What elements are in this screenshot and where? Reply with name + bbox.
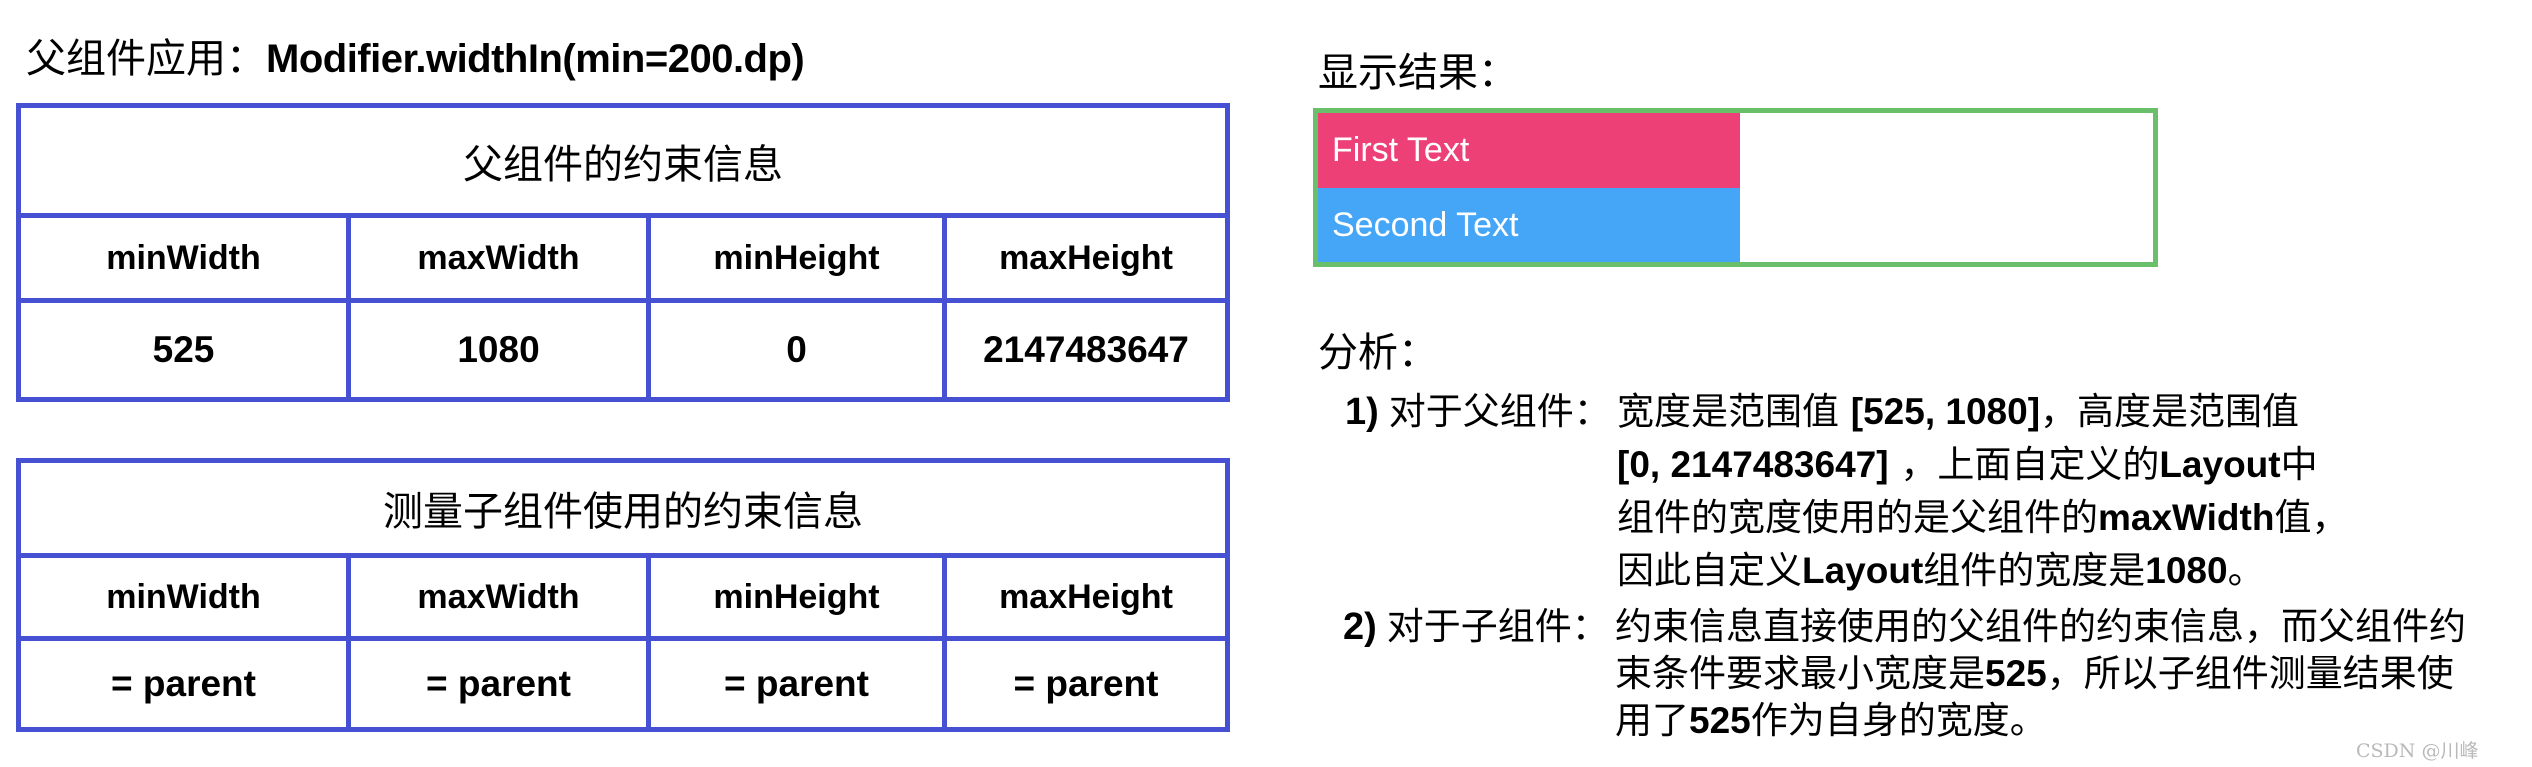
column-header-minwidth: minWidth	[21, 558, 346, 636]
analysis-line: 组件的宽度使用的是父组件的maxWidth值，	[1617, 496, 2349, 539]
column-header-maxwidth: maxWidth	[351, 558, 646, 636]
analysis-item-lines: 约束信息直接使用的父组件的约束信息，而父组件约 束条件要求最小宽度是525，所以…	[1615, 603, 2466, 744]
second-text-box: Second Text	[1318, 188, 1740, 262]
column-header-minheight: minHeight	[651, 218, 942, 298]
item-number: 2)	[1343, 606, 1377, 648]
table-caption: 测量子组件使用的约束信息	[21, 463, 1225, 553]
analysis-line: 宽度是范围值 [525, 1080]，高度是范围值	[1617, 390, 2300, 433]
column-header-minheight: minHeight	[651, 558, 942, 636]
column-header-maxheight: maxHeight	[947, 558, 1225, 636]
value-maxwidth: = parent	[351, 641, 646, 727]
value-maxwidth: 1080	[351, 303, 646, 397]
title-prefix: 父组件应用：	[26, 36, 266, 82]
value-maxheight: = parent	[947, 641, 1225, 727]
analysis-heading: 分析：	[1318, 330, 1438, 376]
layout-result-frame: First Text Second Text	[1313, 108, 2158, 267]
analysis-item-lines: 宽度是范围值 [525, 1080]，高度是范围值 [0, 2147483647…	[1617, 385, 2348, 597]
column-header-maxheight: maxHeight	[947, 218, 1225, 298]
value-minheight: = parent	[651, 641, 942, 727]
analysis-item-1: 1)对于父组件： 宽度是范围值 [525, 1080]，高度是范围值 [0, 2…	[1345, 385, 2348, 597]
result-heading: 显示结果：	[1318, 50, 1518, 96]
table-child-constraints: 测量子组件使用的约束信息 minWidth maxWidth minHeight…	[16, 458, 1230, 732]
analysis-item-head: 1)对于父组件：	[1345, 385, 1617, 597]
analysis-line: 因此自定义Layout组件的宽度是1080。	[1617, 549, 2265, 592]
item-number: 1)	[1345, 391, 1379, 433]
analysis-line: 束条件要求最小宽度是525，所以子组件测量结果使	[1615, 652, 2454, 695]
first-text-box: First Text	[1318, 113, 1740, 188]
item-label: 对于子组件：	[1386, 605, 1609, 648]
analysis-line: 用了525作为自身的宽度。	[1615, 699, 2047, 742]
analysis-item-head: 2)对于子组件：	[1343, 603, 1615, 744]
table-parent-constraints: 父组件的约束信息 minWidth maxWidth minHeight max…	[16, 103, 1230, 402]
item-label: 对于父组件：	[1388, 390, 1611, 433]
column-header-minwidth: minWidth	[21, 218, 346, 298]
title-code: Modifier.widthIn(min=200.dp)	[266, 37, 805, 81]
table-caption: 父组件的约束信息	[21, 108, 1225, 213]
column-header-maxwidth: maxWidth	[351, 218, 646, 298]
value-minheight: 0	[651, 303, 942, 397]
value-minwidth: = parent	[21, 641, 346, 727]
analysis-line: [0, 2147483647] ，上面自定义的Layout中	[1617, 443, 2318, 486]
value-minwidth: 525	[21, 303, 346, 397]
value-maxheight: 2147483647	[947, 303, 1225, 397]
analysis-item-2: 2)对于子组件： 约束信息直接使用的父组件的约束信息，而父组件约 束条件要求最小…	[1343, 603, 2466, 744]
watermark: CSDN @川峰	[2356, 740, 2479, 762]
page-title: 父组件应用：Modifier.widthIn(min=200.dp)	[26, 26, 805, 84]
analysis-line: 约束信息直接使用的父组件的约束信息，而父组件约	[1615, 605, 2466, 648]
